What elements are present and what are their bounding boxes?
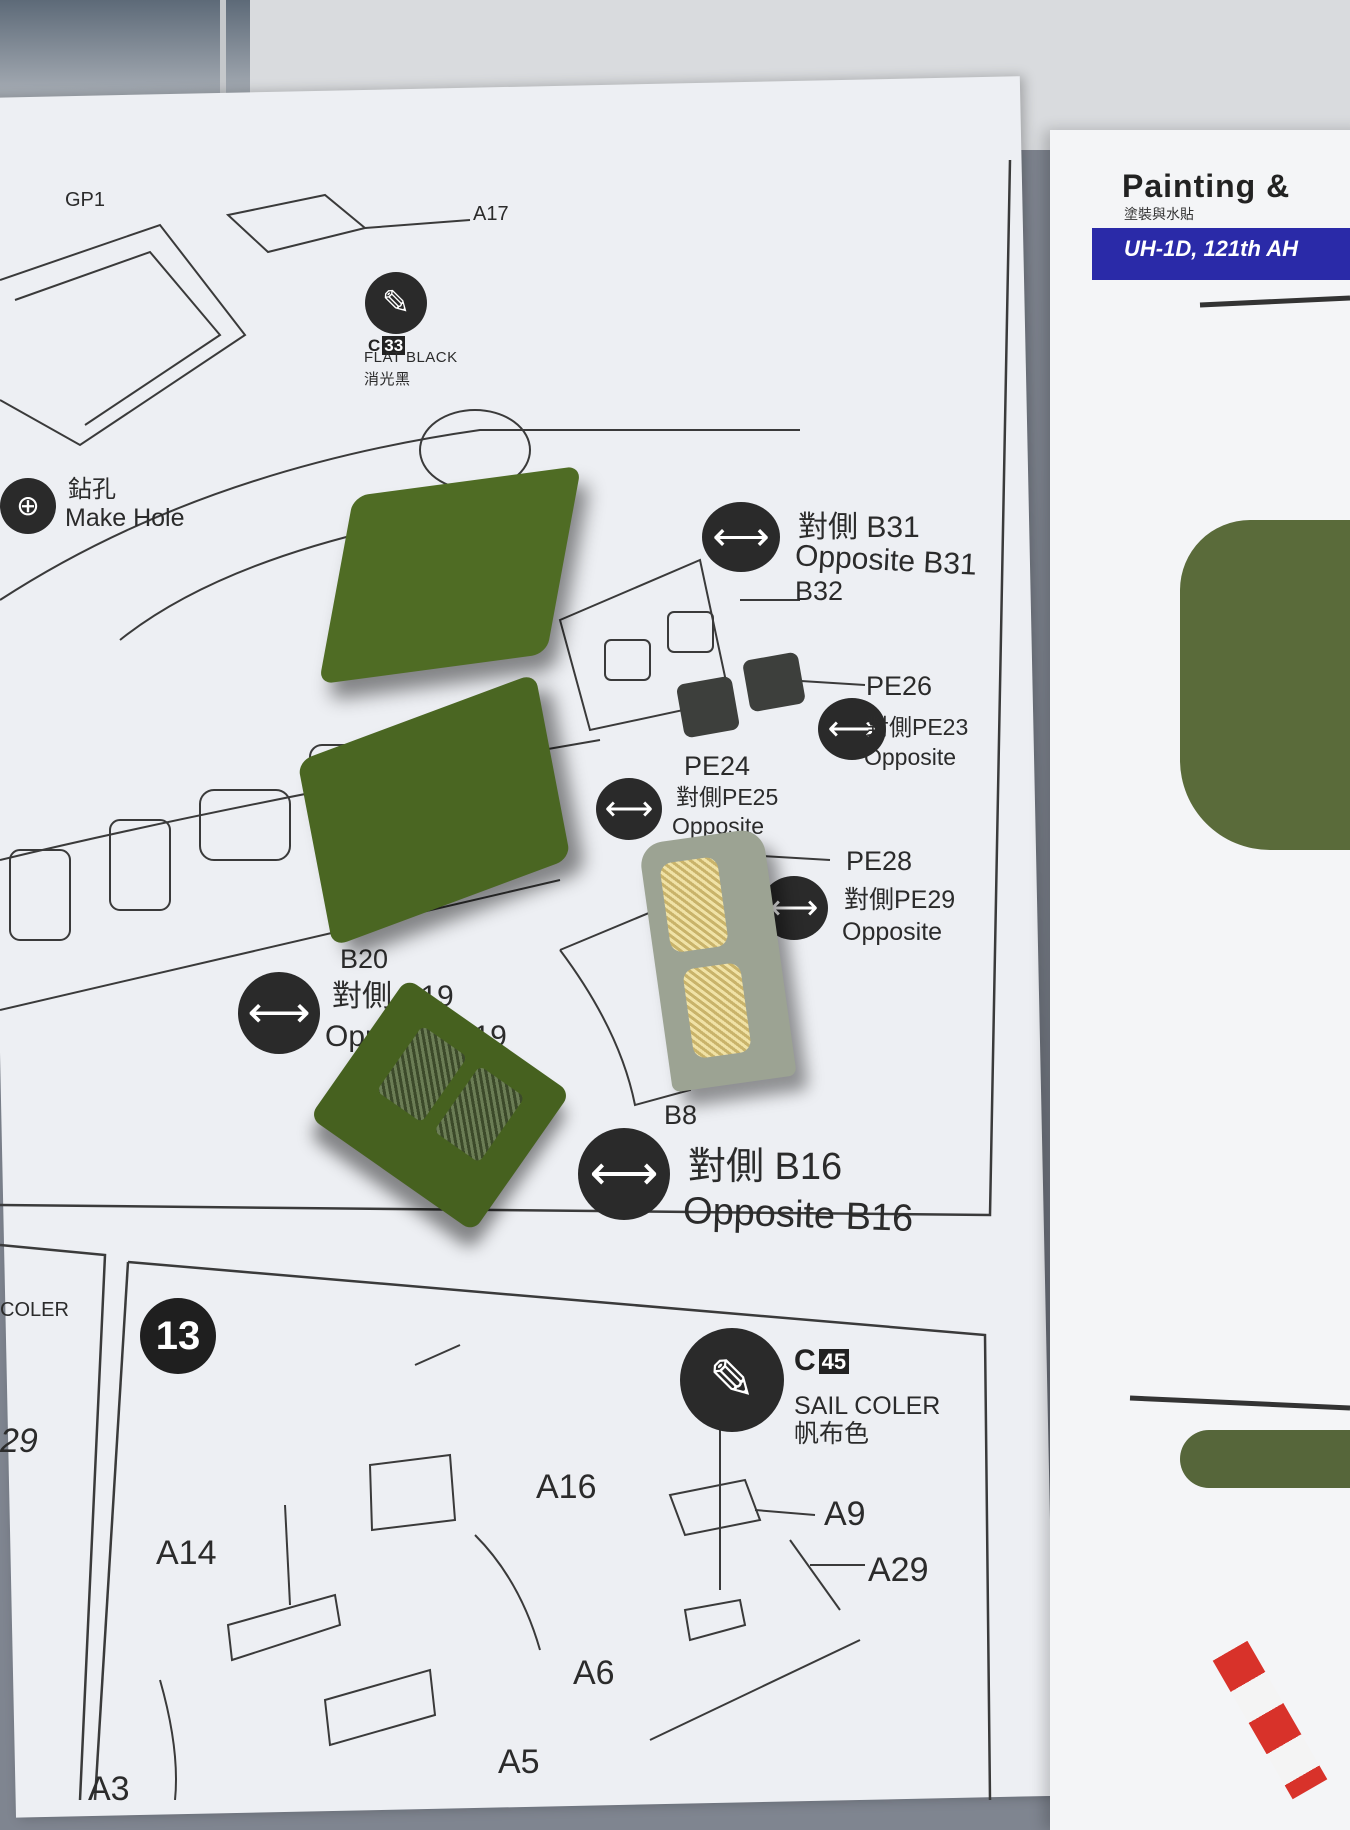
part-label-b20: B20 bbox=[340, 944, 389, 974]
instruction-page-right bbox=[1050, 130, 1350, 1830]
part-label-a6: A6 bbox=[573, 1654, 615, 1692]
part-label-gp1: GP1 bbox=[65, 189, 106, 211]
part-label-a29: A29 bbox=[868, 1551, 929, 1589]
part-label-a17: A17 bbox=[473, 203, 509, 225]
make-hole-label: Make Hole bbox=[65, 504, 185, 532]
scheme-banner bbox=[1092, 228, 1350, 280]
opposite-pe25-cn: 對側PE25 bbox=[676, 784, 779, 810]
part-label-a9: A9 bbox=[824, 1495, 866, 1533]
opposite-b16-cn: 對側 B16 bbox=[688, 1146, 843, 1188]
helicopter-skid bbox=[1180, 1430, 1350, 1488]
side-panel-number: 29 bbox=[0, 1422, 38, 1460]
opposite-pe29-en: Opposite bbox=[842, 918, 943, 946]
part-label-b8: B8 bbox=[664, 1100, 698, 1130]
opposite-arrow-icon: ⟷ bbox=[818, 698, 886, 760]
opposite-pe23-cn: 對側PE23 bbox=[866, 714, 969, 740]
opposite-b16-en: Opposite B16 bbox=[682, 1189, 914, 1241]
helicopter-illustration bbox=[1180, 520, 1350, 850]
make-hole-label-cn: 鉆孔 bbox=[68, 476, 116, 503]
paint-name-cn: 消光黑 bbox=[364, 371, 411, 388]
part-label-pe28: PE28 bbox=[846, 846, 913, 876]
opposite-arrow-icon: ⟷ bbox=[578, 1128, 670, 1220]
paint-name-flat-black: FLAT BLACK bbox=[364, 349, 458, 366]
opposite-arrow-icon: ⟷ bbox=[760, 876, 828, 940]
side-panel-coler-text: COLER bbox=[0, 1299, 69, 1321]
part-label-b32: B32 bbox=[795, 576, 844, 606]
paint-name-cn: 帆布色 bbox=[794, 1420, 870, 1448]
opposite-pe29-cn: 對側PE29 bbox=[844, 886, 956, 914]
scheme-banner-text: UH-1D, 121th AH bbox=[1124, 236, 1298, 261]
paint-brush-icon: ✎ bbox=[680, 1328, 784, 1432]
step-number-badge: 13 bbox=[140, 1298, 216, 1374]
opposite-arrow-icon: ⟷ bbox=[238, 972, 320, 1054]
part-label-pe24: PE24 bbox=[684, 751, 751, 781]
paint-brush-icon: ✎ bbox=[365, 272, 427, 334]
pe-mesh-part bbox=[741, 651, 807, 713]
opposite-arrow-icon: ⟷ bbox=[596, 778, 662, 840]
part-label-a5: A5 bbox=[498, 1743, 540, 1781]
pe-mesh-part bbox=[675, 675, 741, 739]
paint-name-sail-color: SAIL COLER bbox=[794, 1392, 941, 1420]
part-label-a3: A3 bbox=[88, 1770, 130, 1808]
part-label-pe26: PE26 bbox=[866, 671, 933, 701]
opposite-pe23-en: Opposite bbox=[864, 744, 957, 770]
drill-hole-icon: ⊕ bbox=[0, 478, 56, 534]
brass-mesh-lower bbox=[682, 961, 753, 1060]
painting-decals-title: Painting & bbox=[1122, 168, 1291, 204]
step-number: 13 bbox=[155, 1314, 201, 1358]
opposite-arrow-icon: ⟷ bbox=[702, 502, 780, 572]
part-label-a14: A14 bbox=[156, 1534, 217, 1572]
opposite-b31-cn: 對側 B31 bbox=[798, 511, 920, 544]
brass-mesh-upper bbox=[659, 856, 730, 954]
painting-decals-subtitle-cn: 塗裝與水貼 bbox=[1124, 206, 1194, 222]
part-label-a16: A16 bbox=[536, 1468, 597, 1506]
